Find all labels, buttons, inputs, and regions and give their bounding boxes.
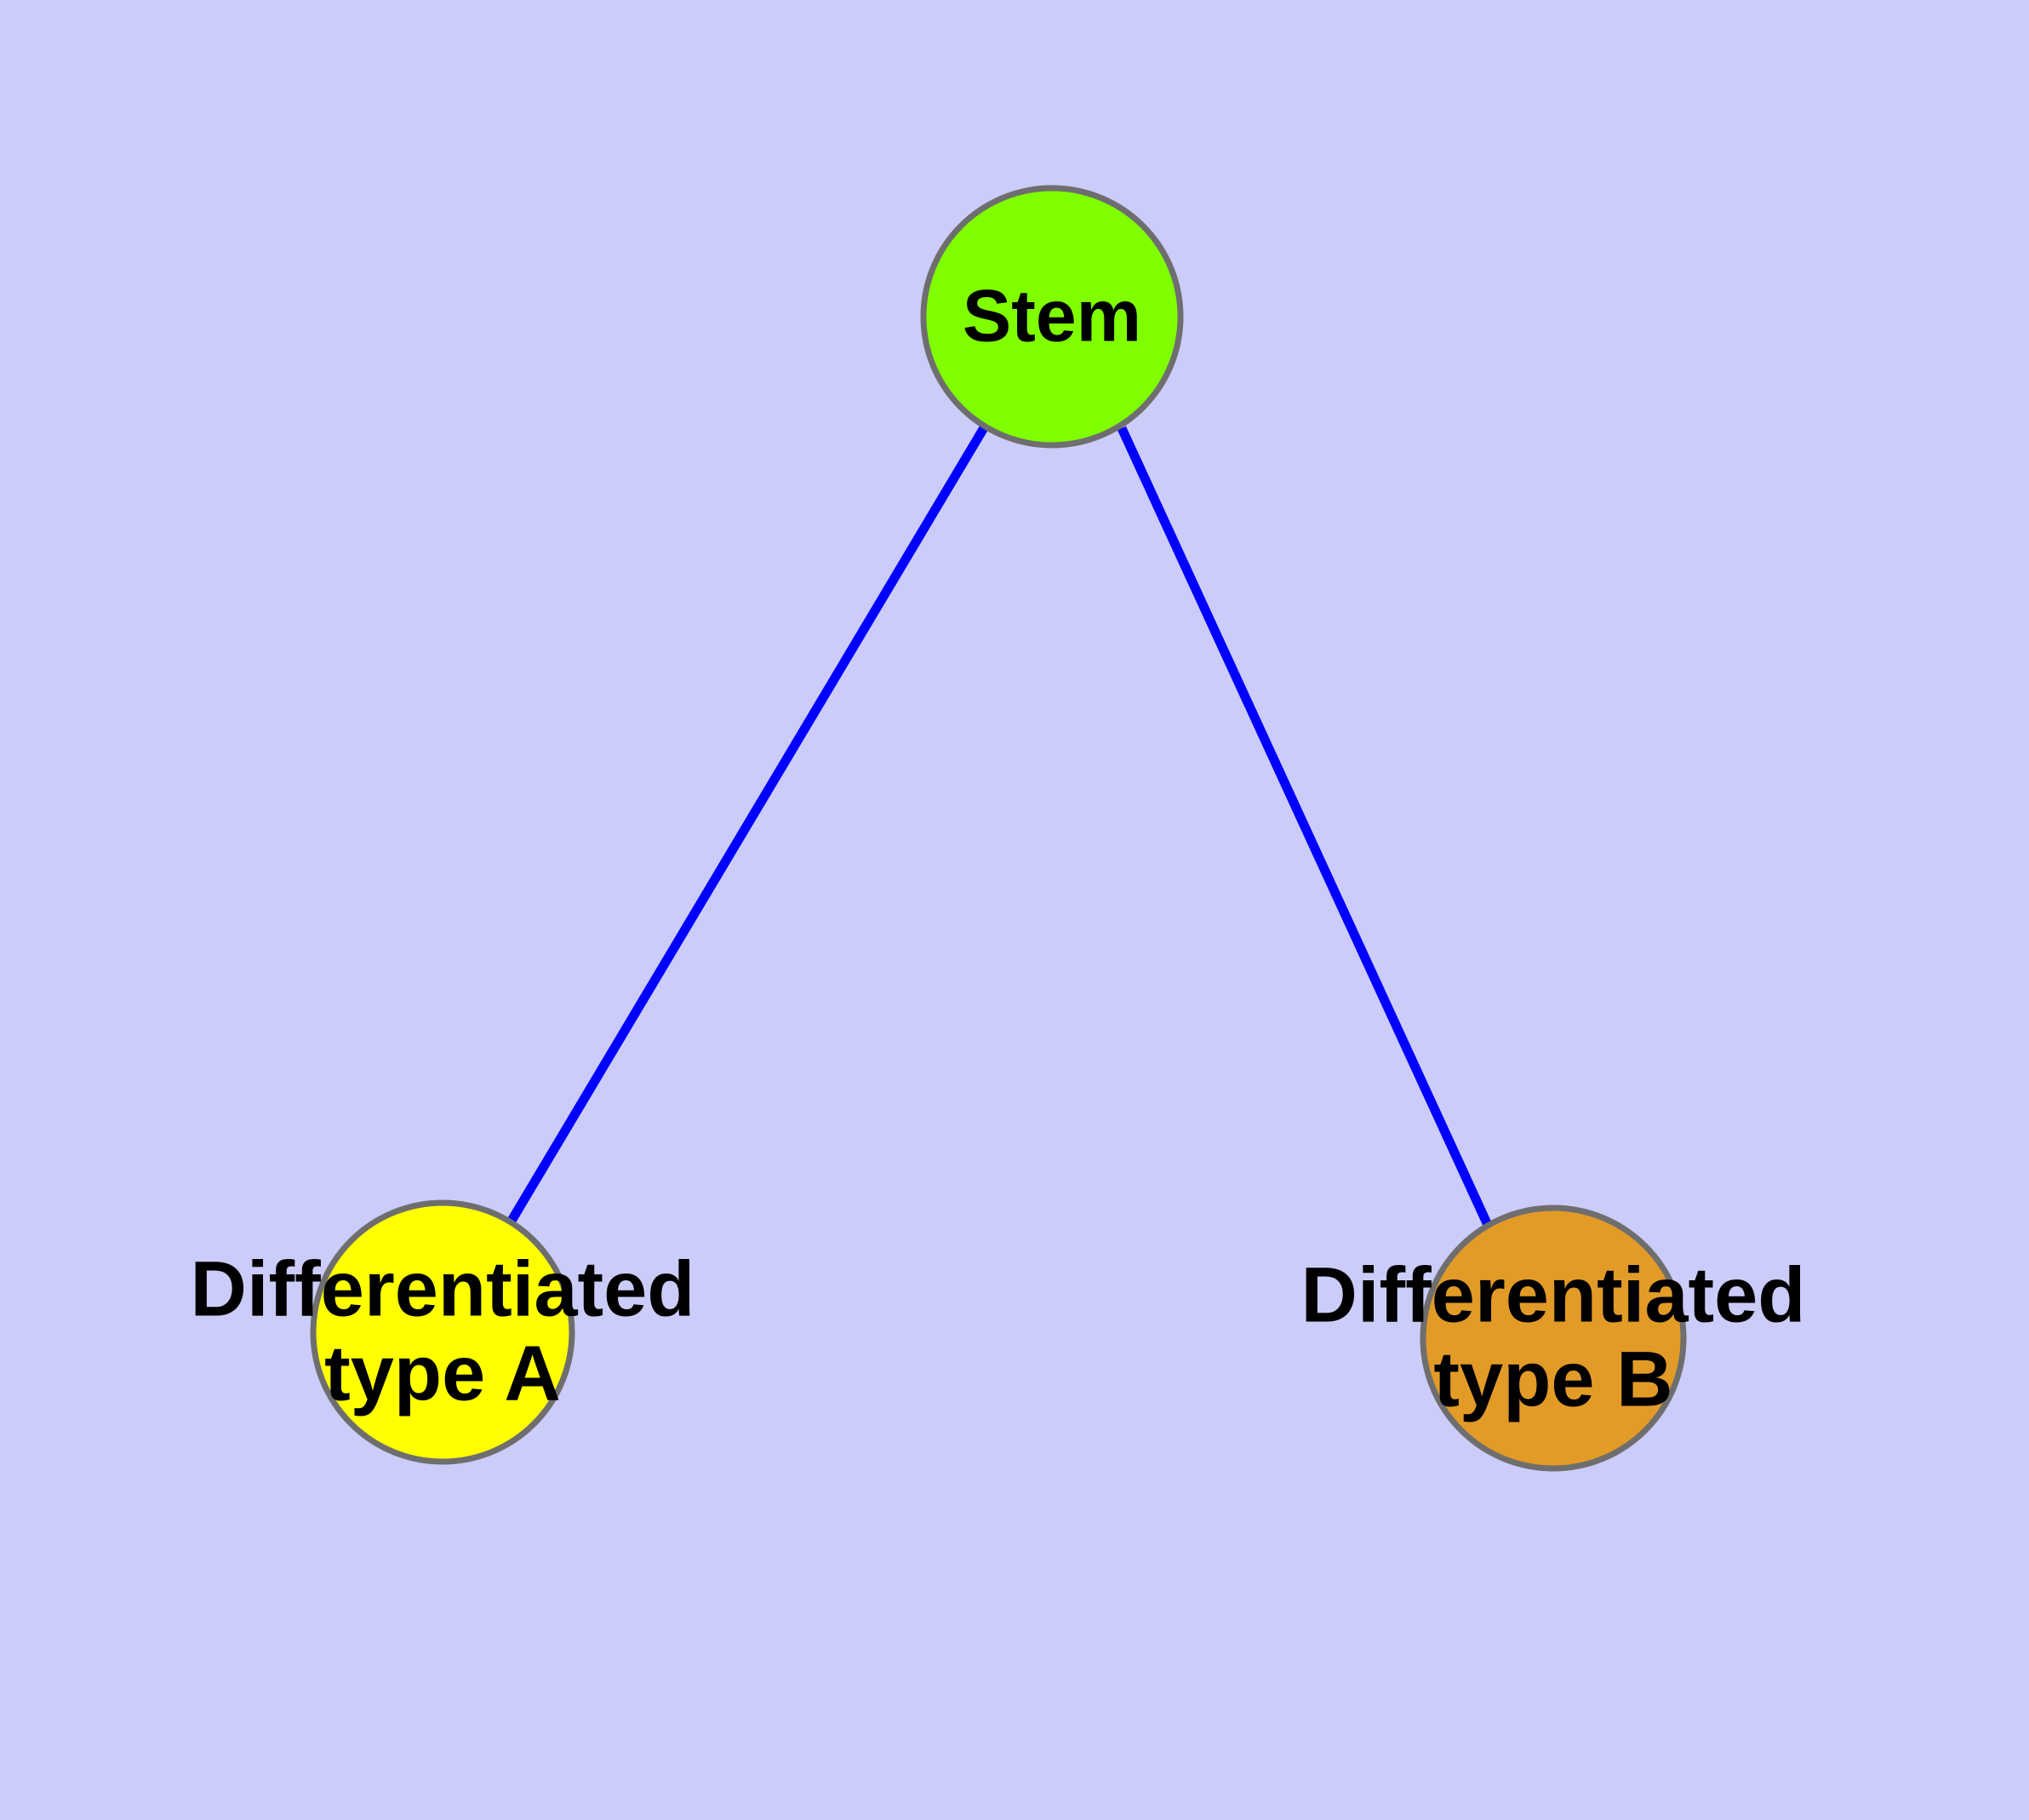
node-layer xyxy=(310,185,1687,1472)
node-differentiated-type-b[interactable] xyxy=(1420,1205,1687,1472)
edge-stem-to-diff-b[interactable] xyxy=(1117,426,1492,1228)
edge-stem-to-diff-a[interactable] xyxy=(507,424,989,1223)
edge-layer xyxy=(507,424,1492,1228)
node-differentiated-type-a[interactable] xyxy=(310,1199,575,1465)
node-stem[interactable] xyxy=(920,185,1184,449)
